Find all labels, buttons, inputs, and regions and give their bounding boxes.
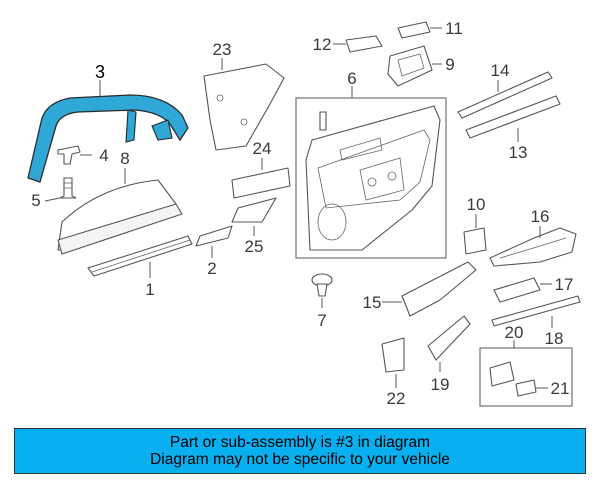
info-banner: Part or sub-assembly is #3 in diagram Di… xyxy=(14,428,586,474)
part-6-pocket xyxy=(359,157,405,201)
part-3-frame-inner xyxy=(125,109,173,143)
part-6-handle xyxy=(339,137,383,161)
callout-12[interactable]: 12 xyxy=(313,35,332,54)
part-6-fastener xyxy=(387,171,397,181)
callout-16[interactable]: 16 xyxy=(531,207,550,226)
part-6-speaker xyxy=(317,203,347,241)
part-6-fastener xyxy=(367,177,377,187)
part-10-switch[interactable] xyxy=(463,214,487,255)
part-23-inner-panel[interactable] xyxy=(203,58,285,151)
callout-5[interactable]: 5 xyxy=(31,191,40,210)
callout-10[interactable]: 10 xyxy=(467,195,486,214)
part-3-frame-shape xyxy=(27,94,189,183)
part-16-armrest[interactable] xyxy=(489,226,577,267)
part-17-switch-bezel[interactable] xyxy=(493,277,552,303)
callout-6[interactable]: 6 xyxy=(347,69,356,88)
part-22-shape xyxy=(381,337,405,373)
part-16-shape xyxy=(489,227,577,267)
part-6-clip xyxy=(319,111,327,131)
callout-11[interactable]: 11 xyxy=(445,19,463,38)
part-15-shape xyxy=(401,261,477,317)
callout-7[interactable]: 7 xyxy=(317,311,326,330)
part-9-recess xyxy=(397,53,425,77)
part-7-push-clip[interactable] xyxy=(311,273,333,308)
part-18-shape xyxy=(491,295,581,327)
callout-17[interactable]: 17 xyxy=(555,275,574,294)
part-12-bracket[interactable] xyxy=(333,35,383,53)
part-13-shape xyxy=(465,95,561,139)
part-18-lower-strip[interactable] xyxy=(491,295,581,328)
part-1-edge xyxy=(91,239,191,273)
callout-14[interactable]: 14 xyxy=(491,61,510,80)
part-19-lower-trim[interactable] xyxy=(427,315,471,372)
part-8-sunshade[interactable] xyxy=(57,168,183,255)
part-24-shape xyxy=(231,167,291,199)
part-10-shape xyxy=(463,227,487,255)
part-8-rail xyxy=(57,203,183,255)
part-13-belt-moulding[interactable] xyxy=(465,95,561,142)
part-6-inner-contour xyxy=(317,129,431,209)
callout-25[interactable]: 25 xyxy=(245,237,264,256)
part-22-bezel[interactable] xyxy=(381,337,405,388)
part-9-shape xyxy=(387,45,433,87)
callout-9[interactable]: 9 xyxy=(445,55,454,74)
part-6-door-panel-assembly[interactable] xyxy=(295,86,447,259)
part-20-shape xyxy=(489,361,515,387)
part-15-upper-trim[interactable] xyxy=(382,261,477,317)
part-24-plate[interactable] xyxy=(231,158,291,199)
callout-8[interactable]: 8 xyxy=(120,149,129,168)
part-3-window-frame[interactable] xyxy=(27,80,189,183)
leader-5 xyxy=(44,197,61,202)
banner-line-1: Part or sub-assembly is #3 in diagram xyxy=(169,434,431,451)
part-11-shape xyxy=(397,21,431,39)
part-12-shape xyxy=(345,35,383,53)
part-20-box xyxy=(479,347,573,407)
part-1-moulding[interactable] xyxy=(87,235,193,278)
callout-24[interactable]: 24 xyxy=(253,139,272,158)
part-4-clip[interactable] xyxy=(57,145,92,165)
part-20-switch-assembly[interactable] xyxy=(479,340,573,407)
part-17-shape xyxy=(493,277,541,303)
part-2-trim[interactable] xyxy=(195,225,233,258)
part-21-shape xyxy=(515,379,537,397)
part-4-shape xyxy=(57,145,81,165)
callout-1[interactable]: 1 xyxy=(145,280,154,299)
part-14-belt-strip[interactable] xyxy=(457,71,553,119)
callout-18[interactable]: 18 xyxy=(545,329,564,348)
part-25-panel[interactable] xyxy=(231,197,277,236)
parts-diagram: 3 4 5 8 1 2 23 24 25 6 7 12 11 9 14 13 1… xyxy=(27,19,581,408)
callout-22[interactable]: 22 xyxy=(387,389,406,408)
callout-15[interactable]: 15 xyxy=(363,293,382,312)
part-21-switch-knob[interactable] xyxy=(515,379,548,397)
part-19-shape xyxy=(427,315,471,361)
callout-3[interactable]: 3 xyxy=(95,62,105,82)
part-23-shape xyxy=(203,63,285,151)
part-5-pin[interactable] xyxy=(44,177,77,202)
part-16-edge xyxy=(499,237,567,259)
part-9-handle-housing[interactable] xyxy=(387,45,442,87)
callout-23[interactable]: 23 xyxy=(213,40,232,59)
callout-4[interactable]: 4 xyxy=(99,146,108,165)
callout-13[interactable]: 13 xyxy=(509,143,528,162)
callout-20[interactable]: 20 xyxy=(505,323,524,342)
part-25-shape xyxy=(231,197,277,223)
part-14-shape xyxy=(457,71,553,119)
part-7-stem xyxy=(316,283,328,297)
callout-19[interactable]: 19 xyxy=(431,375,450,394)
part-23-hole xyxy=(216,94,224,102)
part-2-shape xyxy=(195,225,233,247)
callout-21[interactable]: 21 xyxy=(551,379,570,398)
callout-2[interactable]: 2 xyxy=(207,259,216,278)
part-23-hole xyxy=(240,118,248,126)
banner-line-2: Diagram may not be specific to your vehi… xyxy=(150,451,450,468)
part-11-bracket[interactable] xyxy=(397,21,442,39)
part-6-box xyxy=(295,97,447,259)
